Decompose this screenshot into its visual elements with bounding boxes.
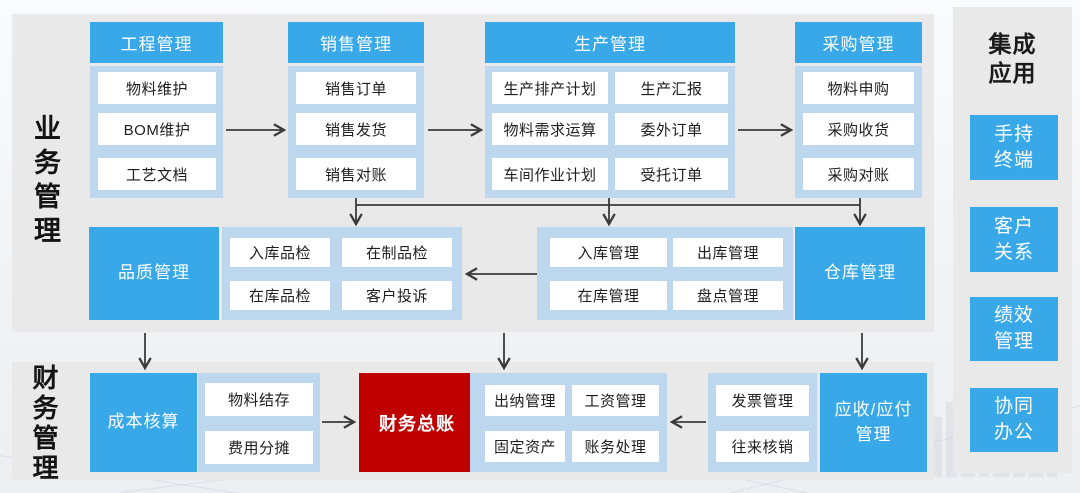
- node-stock-inspection: 在库品检: [230, 281, 330, 310]
- receivable-payable-node: 应收/应付 管理: [820, 373, 927, 472]
- node-sales-order: 销售订单: [296, 72, 416, 104]
- node-inbound-management: 入库管理: [550, 238, 667, 267]
- node-process-documents: 工艺文档: [98, 158, 216, 190]
- node-inprocess-inspection: 在制品检: [342, 238, 452, 267]
- node-purchase-reconciliation: 采购对账: [803, 158, 914, 190]
- node-material-balance: 物料结存: [205, 383, 313, 416]
- procurement-group-header: 采购管理: [795, 22, 922, 63]
- node-bookkeeping: 账务处理: [572, 431, 659, 462]
- node-workshop-plan: 车间作业计划: [492, 158, 608, 190]
- node-mrp-calculation: 物料需求运算: [492, 113, 608, 145]
- node-customer-complaint: 客户投诉: [342, 281, 452, 310]
- quality-management-node: 品质管理: [89, 227, 219, 320]
- node-sales-delivery: 销售发货: [296, 113, 416, 145]
- node-payroll-management: 工资管理: [572, 385, 659, 416]
- node-cashier-management: 出纳管理: [485, 385, 565, 416]
- node-material-maintenance: 物料维护: [98, 72, 216, 104]
- node-invoice-management: 发票管理: [716, 385, 809, 416]
- node-bom-maintenance: BOM维护: [98, 113, 216, 145]
- integration-customer-relationship: 客户 关系: [970, 207, 1058, 272]
- integration-title: 集成 应用: [988, 31, 1037, 86]
- integration-collaborative-office: 协同 办公: [970, 388, 1058, 452]
- node-production-scheduling: 生产排产计划: [492, 72, 608, 104]
- node-production-report: 生产汇报: [615, 72, 728, 104]
- node-stock-management: 在库管理: [550, 281, 667, 310]
- node-expense-allocation: 费用分摊: [205, 431, 313, 464]
- sales-group-header: 销售管理: [288, 22, 424, 63]
- business-section-label: 业务管理: [30, 114, 60, 250]
- finance-section-label: 财务管理: [29, 364, 59, 484]
- warehouse-management-node: 仓库管理: [795, 227, 925, 320]
- node-fixed-assets: 固定资产: [485, 431, 565, 462]
- node-purchase-receiving: 采购收货: [803, 113, 914, 145]
- node-stocktaking-management: 盘点管理: [673, 281, 783, 310]
- node-outsourcing-order: 委外订单: [615, 113, 728, 145]
- general-ledger-node: 财务总账: [359, 373, 475, 472]
- cost-accounting-node: 成本核算: [90, 373, 197, 472]
- integration-handheld-terminal: 手持 终端: [970, 115, 1058, 180]
- node-outbound-management: 出库管理: [673, 238, 783, 267]
- node-incoming-inspection: 入库品检: [230, 238, 330, 267]
- node-transaction-writeoff: 往来核销: [716, 431, 809, 462]
- node-material-requisition: 物料申购: [803, 72, 914, 104]
- integration-performance-management: 绩效 管理: [970, 297, 1058, 361]
- node-consignment-order: 受托订单: [615, 158, 728, 190]
- production-group-header: 生产管理: [485, 22, 735, 63]
- engineering-group-header: 工程管理: [90, 22, 223, 63]
- node-sales-reconciliation: 销售对账: [296, 158, 416, 190]
